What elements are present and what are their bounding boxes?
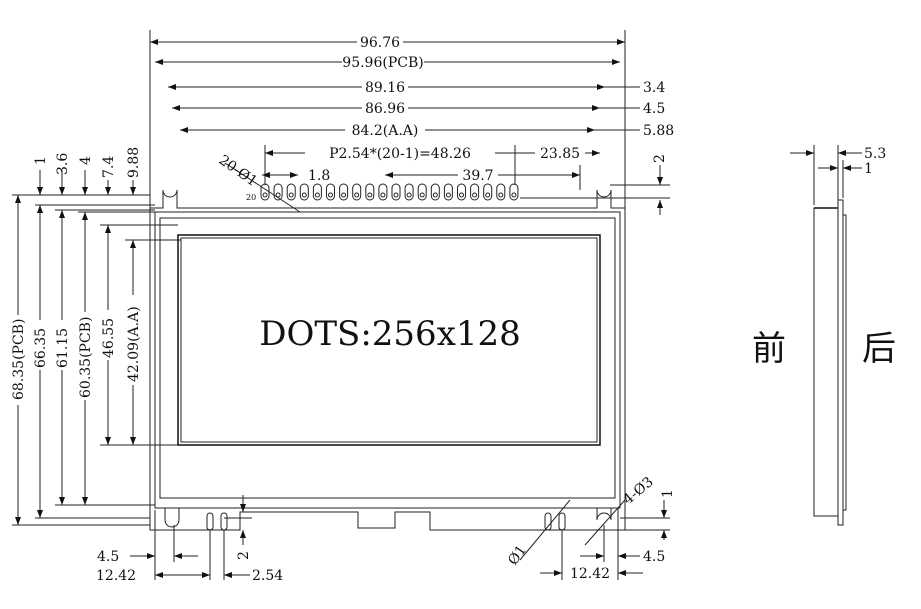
pin-pad xyxy=(457,183,466,201)
pin-hole xyxy=(367,192,373,198)
pin-pad xyxy=(312,183,322,201)
pin-hole xyxy=(459,192,464,198)
pin-pad xyxy=(443,183,453,201)
dim-pcb-width: 95.96(PCB) xyxy=(342,55,423,71)
pin-hole xyxy=(314,192,320,198)
dim-bottom-pitch: 2.54 xyxy=(252,568,283,584)
dim-left-hole-offset: 4.5 xyxy=(97,549,119,565)
dim-86-96: 86.96 xyxy=(365,101,405,117)
dim-side-pcb: 1 xyxy=(864,161,873,177)
pin-pad xyxy=(391,183,401,201)
pin-pad xyxy=(299,183,309,201)
pin-hole xyxy=(288,192,294,198)
bottom-dimensions xyxy=(130,495,670,580)
pin-pad xyxy=(404,183,414,201)
dim-right-hole-offset: 4.5 xyxy=(643,549,665,565)
dim-89-16: 89.16 xyxy=(365,80,405,96)
pin-hole xyxy=(341,192,347,198)
pin-pad xyxy=(260,183,270,201)
pin-number-label: 20 xyxy=(246,193,256,202)
dim-left-7-4: 7.4 xyxy=(101,156,117,178)
pin-hole xyxy=(354,192,360,198)
dim-active-area-height: 42.09(A.A) xyxy=(126,306,142,382)
side-view xyxy=(790,145,862,526)
display-resolution-text: DOTS:256x128 xyxy=(259,314,521,354)
module-outline xyxy=(149,189,626,531)
pin-hole xyxy=(262,192,268,198)
pin-pad xyxy=(417,183,427,201)
dim-overall-width: 96.76 xyxy=(360,35,400,51)
dim-23-85: 23.85 xyxy=(540,146,580,162)
pin-hole xyxy=(328,192,333,198)
pin-pad xyxy=(378,183,388,201)
dim-right-vertical: 1 xyxy=(660,489,676,498)
pin-hole xyxy=(511,192,517,198)
dim-39-7: 39.7 xyxy=(462,168,493,184)
dim-66-35: 66.35 xyxy=(33,328,49,368)
pin-hole xyxy=(498,192,504,198)
dim-pin-pitch: P2.54*(20-1)=48.26 xyxy=(329,146,471,162)
pin-pad xyxy=(496,183,506,201)
dim-3-4: 3.4 xyxy=(643,80,665,96)
pin-pad xyxy=(509,183,519,201)
dim-side-thickness: 5.3 xyxy=(864,146,886,162)
pin-hole-label: 20-Ø1 xyxy=(216,152,260,190)
pin-pad xyxy=(470,183,480,201)
pin-hole xyxy=(485,192,491,198)
dim-pin-height: 2 xyxy=(652,154,668,163)
dim-active-area-width: 84.2(A.A) xyxy=(352,123,419,139)
pin-hole xyxy=(275,192,281,198)
mount-hole-label: 4-Ø3 xyxy=(620,474,656,508)
pin-hole xyxy=(301,192,307,198)
dim-bottom-pin-height: 2 xyxy=(236,551,252,560)
dim-left-4: 4 xyxy=(78,156,94,165)
dim-4-5: 4.5 xyxy=(643,101,665,117)
dim-5-88: 5.88 xyxy=(643,123,674,139)
pin-row xyxy=(260,183,519,201)
dim-61-15: 61.15 xyxy=(55,328,71,368)
dim-pcb2-height: 60.35(PCB) xyxy=(78,317,94,398)
bottom-hole-diameter: Ø1 xyxy=(505,542,530,568)
dim-left-pin-offset: 12.42 xyxy=(96,568,136,584)
dim-pcb-height: 68.35(PCB) xyxy=(11,319,27,400)
pin-pad xyxy=(273,183,283,201)
pin-hole xyxy=(445,192,451,198)
pin-pad xyxy=(286,183,296,201)
front-label: 前 xyxy=(752,329,786,369)
dim-46-55: 46.55 xyxy=(101,318,117,358)
pin-hole xyxy=(393,192,399,198)
dim-left-1: 1 xyxy=(33,156,49,165)
pin-hole xyxy=(432,192,438,198)
pin-hole xyxy=(472,192,478,198)
pin-pad xyxy=(483,183,493,201)
pin-hole xyxy=(419,192,425,198)
dim-right-pin-offset: 12.42 xyxy=(570,566,610,582)
dim-left-9-88: 9.88 xyxy=(126,147,142,178)
pin-pad xyxy=(430,183,440,201)
pin-pad xyxy=(339,183,349,201)
back-label: 后 xyxy=(862,329,896,369)
dim-pin-width: 1.8 xyxy=(308,168,330,184)
pin-pad xyxy=(352,183,362,201)
pin-hole xyxy=(380,192,386,198)
dim-left-3-6: 3.6 xyxy=(55,153,71,175)
pin-pad xyxy=(365,183,375,201)
pin-pad xyxy=(326,183,335,201)
pin-hole xyxy=(406,192,412,198)
